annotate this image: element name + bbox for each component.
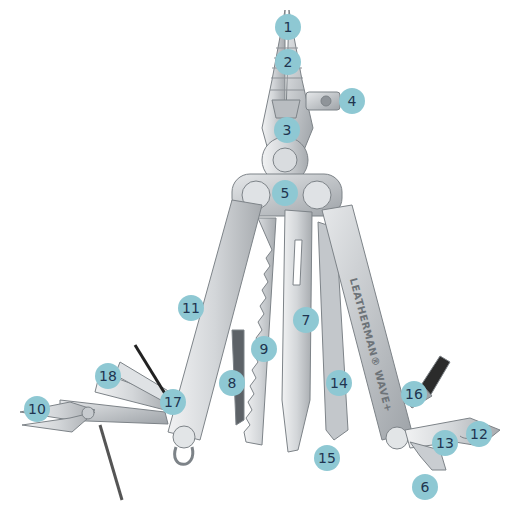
callout-number: 11: [178, 295, 204, 321]
callout-number: 1: [275, 14, 301, 40]
jaw-serration: [270, 48, 304, 90]
callout-number: 5: [272, 180, 298, 206]
callout-number: 14: [326, 370, 352, 396]
callout-number: 10: [24, 396, 50, 422]
thumb-hole: [293, 240, 302, 285]
callout-number: 4: [339, 88, 365, 114]
callout-number: 7: [293, 307, 319, 333]
callout-number: 12: [466, 421, 492, 447]
callout-number: 18: [95, 363, 121, 389]
callout-number: 2: [275, 49, 301, 75]
callout-number: 17: [160, 389, 186, 415]
tool-body: [20, 10, 500, 500]
hinge: [173, 426, 195, 448]
right-handle: [322, 205, 412, 440]
pivot-bolt: [273, 148, 297, 172]
callout-number: 15: [314, 445, 340, 471]
callout-number: 3: [274, 117, 300, 143]
lanyard-ring: [175, 447, 193, 464]
callout-number: 9: [251, 336, 277, 362]
callout-number: 6: [412, 474, 438, 500]
callout-number: 8: [219, 370, 245, 396]
callout-number: 13: [432, 430, 458, 456]
wire-cutter: [272, 100, 300, 118]
callout-number: 16: [401, 381, 427, 407]
rivet: [303, 181, 331, 209]
scissors-pivot: [82, 407, 94, 419]
wire-stripper: [306, 92, 340, 110]
screw: [321, 96, 331, 106]
scissors-spring: [100, 425, 122, 500]
